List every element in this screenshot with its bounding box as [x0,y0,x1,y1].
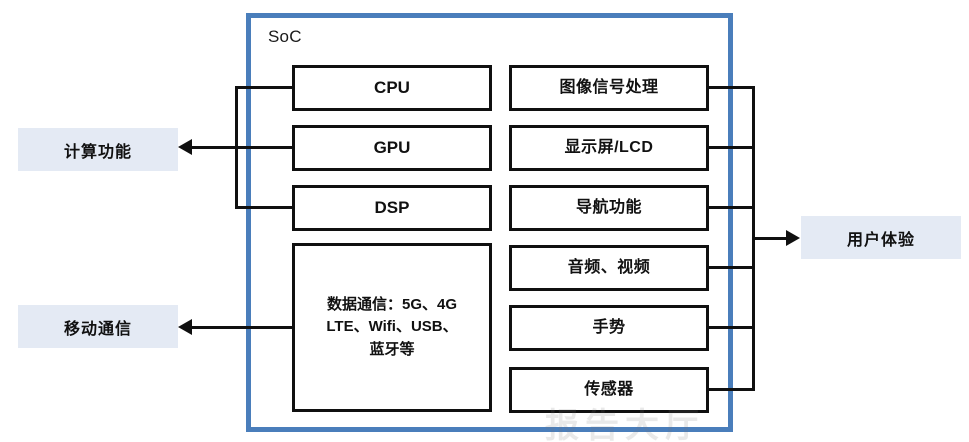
connector-navigation-stub [707,206,755,209]
connector-gpu-stub [235,146,294,149]
arrowhead-compute-function [178,139,192,155]
block-data-communication: 数据通信：5G、4G LTE、Wifi、USB、 蓝牙等 [292,243,492,412]
soc-label: SoC [268,27,302,46]
tag-compute-function: 计算功能 [18,128,178,171]
tag-user-experience-label: 用户体验 [846,231,915,249]
block-image-signal-processing-label: 图像信号处理 [559,79,659,97]
block-gpu: GPU [292,125,492,171]
block-navigation: 导航功能 [509,185,709,231]
tag-mobile-communication: 移动通信 [18,305,178,348]
tag-user-experience: 用户体验 [801,216,961,259]
block-audio-video: 音频、视频 [509,245,709,291]
block-gesture-label: 手势 [592,319,626,337]
tag-mobile-communication-label: 移动通信 [63,320,132,338]
block-sensor-label: 传感器 [584,381,634,399]
watermark: 报告大厅 [545,407,705,442]
block-gpu-label: GPU [373,137,411,157]
arrowhead-user-experience [786,230,800,246]
block-gesture: 手势 [509,305,709,351]
connector-audio-video-stub [707,266,755,269]
connector-compute-to-tag [192,146,238,149]
connector-experience-to-tag [752,237,786,240]
arrowhead-mobile-communication [178,319,192,335]
connector-dsp-stub [235,206,294,209]
block-display-lcd: 显示屏/LCD [509,125,709,171]
block-display-lcd-label: 显示屏/LCD [564,139,654,157]
block-cpu-label: CPU [374,77,410,97]
data-communication-line-3: 蓝牙等 [369,340,415,358]
connector-cpu-stub [235,86,294,89]
soc-frame [246,13,733,432]
tag-compute-function-label: 计算功能 [63,143,132,161]
connector-isp-stub [707,86,755,89]
block-image-signal-processing: 图像信号处理 [509,65,709,111]
connector-sensor-stub [707,388,755,391]
connector-display-stub [707,146,755,149]
connector-data-communication-to-tag [192,326,294,329]
block-dsp-label: DSP [374,197,410,217]
block-sensor: 传感器 [509,367,709,413]
data-communication-line-1: 数据通信：5G、4G [326,295,458,313]
block-cpu: CPU [292,65,492,111]
block-audio-video-label: 音频、视频 [567,259,651,277]
data-communication-line-2: LTE、Wifi、USB、 [326,318,458,336]
block-navigation-label: 导航功能 [575,199,642,217]
connector-gesture-stub [707,326,755,329]
block-dsp: DSP [292,185,492,231]
